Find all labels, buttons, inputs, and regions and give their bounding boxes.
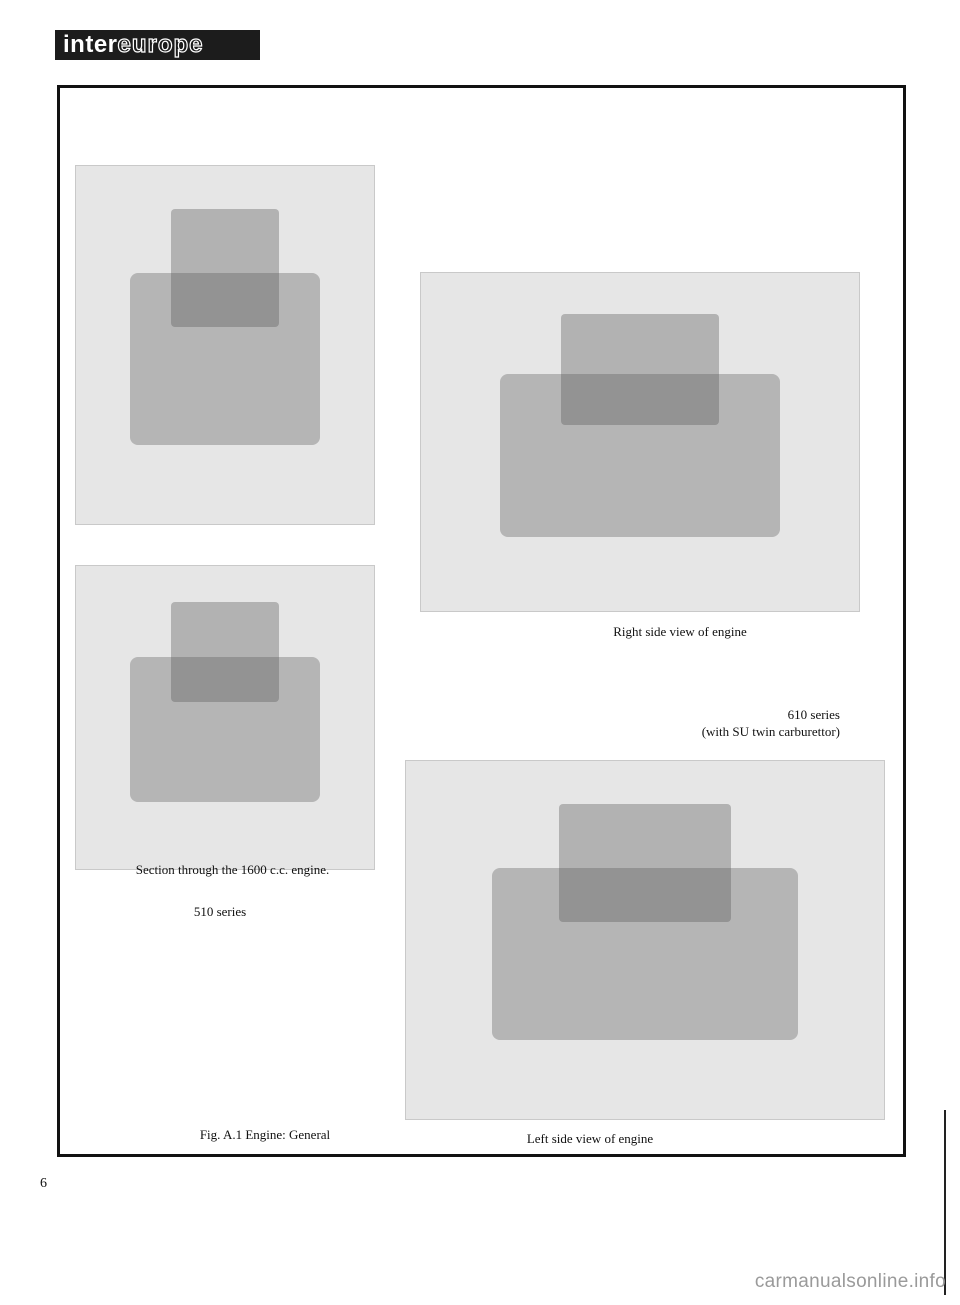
logo-text-outline: europe [117,30,204,58]
page-number: 6 [40,1176,47,1191]
left-side-caption: Left side view of engine [526,1131,654,1146]
section-engine-illustration [75,565,375,870]
logo-text-bold: inter [63,31,118,58]
series-510-caption: 510 series [193,904,247,919]
intereurope-logo: intereurope [55,30,260,60]
right-side-engine-photo [420,272,860,612]
section-caption: Section through the 1600 c.c. engine. [135,862,330,877]
series-610-subcaption: (with SU twin carburettor) [701,724,840,739]
page-edge-rule [944,1110,946,1295]
series-610-caption: 610 series [787,707,840,722]
watermark: carmanualsonline.info [754,1271,946,1292]
figure-frame [57,85,906,1157]
figure-caption: Fig. A.1 Engine: General [199,1127,331,1142]
left-side-engine-photo [405,760,885,1120]
engine-cutaway-illustration [75,165,375,525]
right-side-caption: Right side view of engine [613,624,747,639]
